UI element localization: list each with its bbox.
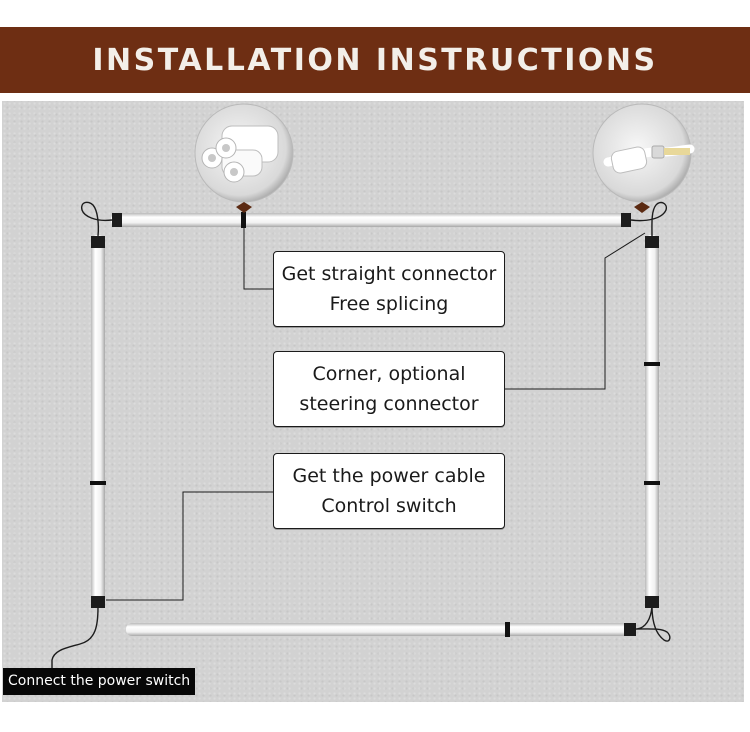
diagram-board <box>2 101 744 702</box>
straight-joint-top <box>241 212 246 228</box>
callout-line-2: Free splicing <box>329 293 449 315</box>
title-banner: INSTALLATION INSTRUCTIONS <box>0 27 750 93</box>
straight-connector-icon <box>194 103 294 213</box>
callout-power-cable: Get the power cable Control switch <box>273 453 505 529</box>
callout-straight-connector: Get straight connector Free splicing <box>273 251 505 327</box>
callout-corner-connector: Corner, optional steering connector <box>273 351 505 427</box>
corner-connector-icon <box>592 103 695 213</box>
callout-line-2: Control switch <box>321 495 457 517</box>
tube-right <box>644 235 660 608</box>
tube-bottom <box>126 622 636 637</box>
tube-left <box>90 235 106 608</box>
callout-line-2: steering connector <box>299 393 479 415</box>
power-switch-caption: Connect the power switch <box>3 668 196 695</box>
callout-line-1: Get straight connector <box>281 263 497 285</box>
callout-line-1: Get the power cable <box>292 465 486 487</box>
page-title: INSTALLATION INSTRUCTIONS <box>92 42 658 78</box>
tube-top <box>111 212 631 228</box>
corner-cables <box>51 201 671 668</box>
callout-line-1: Corner, optional <box>312 363 466 385</box>
leader-lines <box>106 228 646 601</box>
